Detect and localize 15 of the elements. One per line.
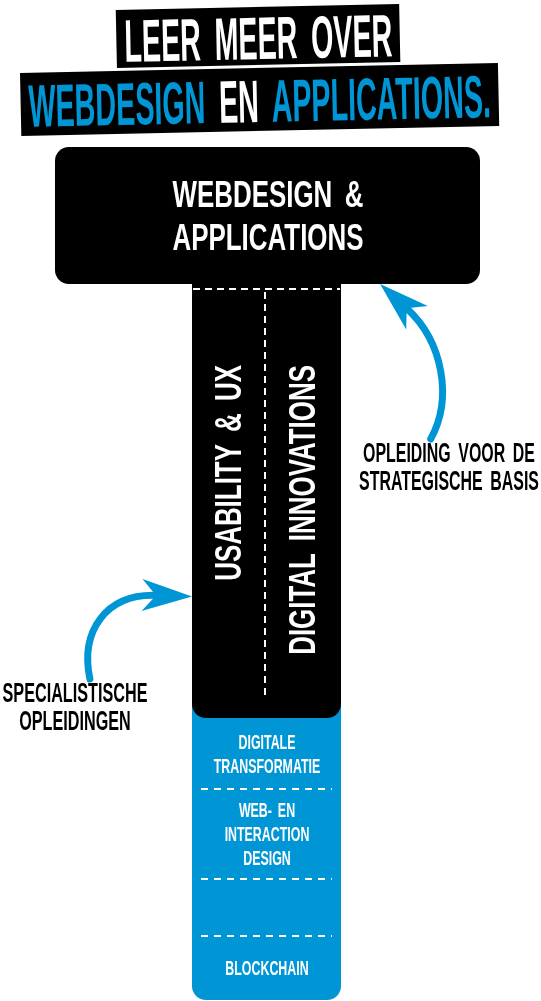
column-label: DIGITAL INNOVATIONS [287, 365, 319, 655]
course-section [192, 936, 341, 1000]
column-label: USABILITY & UX [212, 365, 245, 581]
title: LEER MEER OVER WEBDESIGN EN APPLICATIONS. [18, 2, 500, 138]
curved-arrow [84, 579, 192, 683]
annotation-label: OPLEIDING VOOR DE STRATEGISCHE BASIS [357, 439, 541, 495]
curved-arrow [380, 284, 446, 443]
annotation-label: SPECIALISTISCHE OPLEIDINGEN [0, 679, 150, 735]
header-box [55, 147, 480, 284]
column-box [192, 284, 265, 718]
heading-label: WEBDESIGN & APPLICATIONS [171, 172, 364, 259]
section-label: DIGITALE TRANSFORMATIE [212, 729, 321, 778]
column-box [265, 284, 341, 718]
section-label: WEB- EN INTERACTION DESIGN [223, 798, 310, 870]
section-label: BLOCKCHAIN [223, 956, 310, 980]
